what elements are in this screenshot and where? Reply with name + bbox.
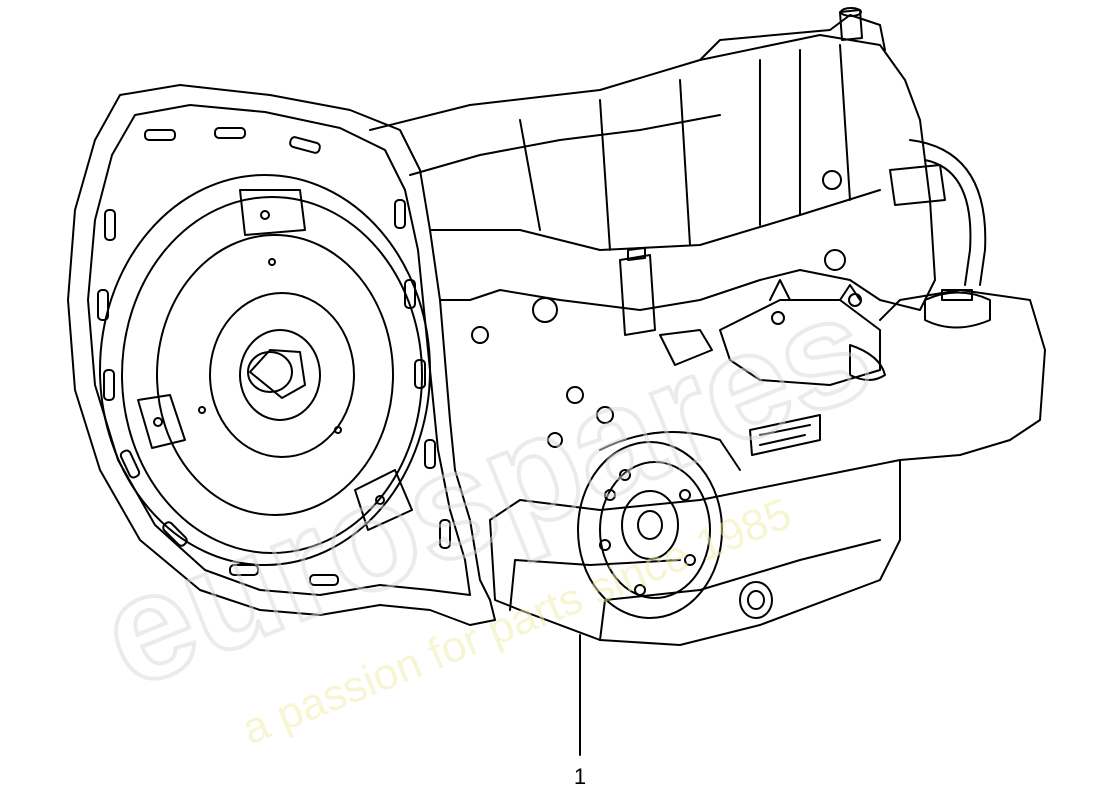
oil-line — [909, 139, 987, 286]
modulator-valve — [619, 254, 656, 336]
hub-boss — [239, 329, 321, 421]
torque-converter-mid — [156, 234, 394, 516]
pilot-shaft — [247, 351, 293, 393]
breather-cap — [839, 9, 863, 41]
flange-slots — [97, 127, 451, 586]
drain-plug — [739, 581, 773, 619]
selector-lever — [719, 299, 881, 386]
torque-converter-outer — [99, 174, 431, 566]
gearbox-case — [369, 34, 936, 311]
watermark: eurospares a passion for parts since 198… — [77, 259, 894, 754]
bell-housing-flange — [67, 84, 496, 626]
hub-plate — [209, 292, 355, 458]
callout-label-1: 1 — [573, 764, 587, 789]
output-flange — [577, 441, 723, 619]
converter-lug-top — [239, 189, 306, 236]
converter-lug-left — [137, 394, 186, 449]
converter-lug-bottom — [354, 469, 413, 531]
bell-housing-inner-rim — [87, 104, 471, 596]
torque-converter-ring — [121, 196, 423, 554]
name-plate — [749, 414, 821, 456]
filler-neck — [924, 291, 991, 329]
